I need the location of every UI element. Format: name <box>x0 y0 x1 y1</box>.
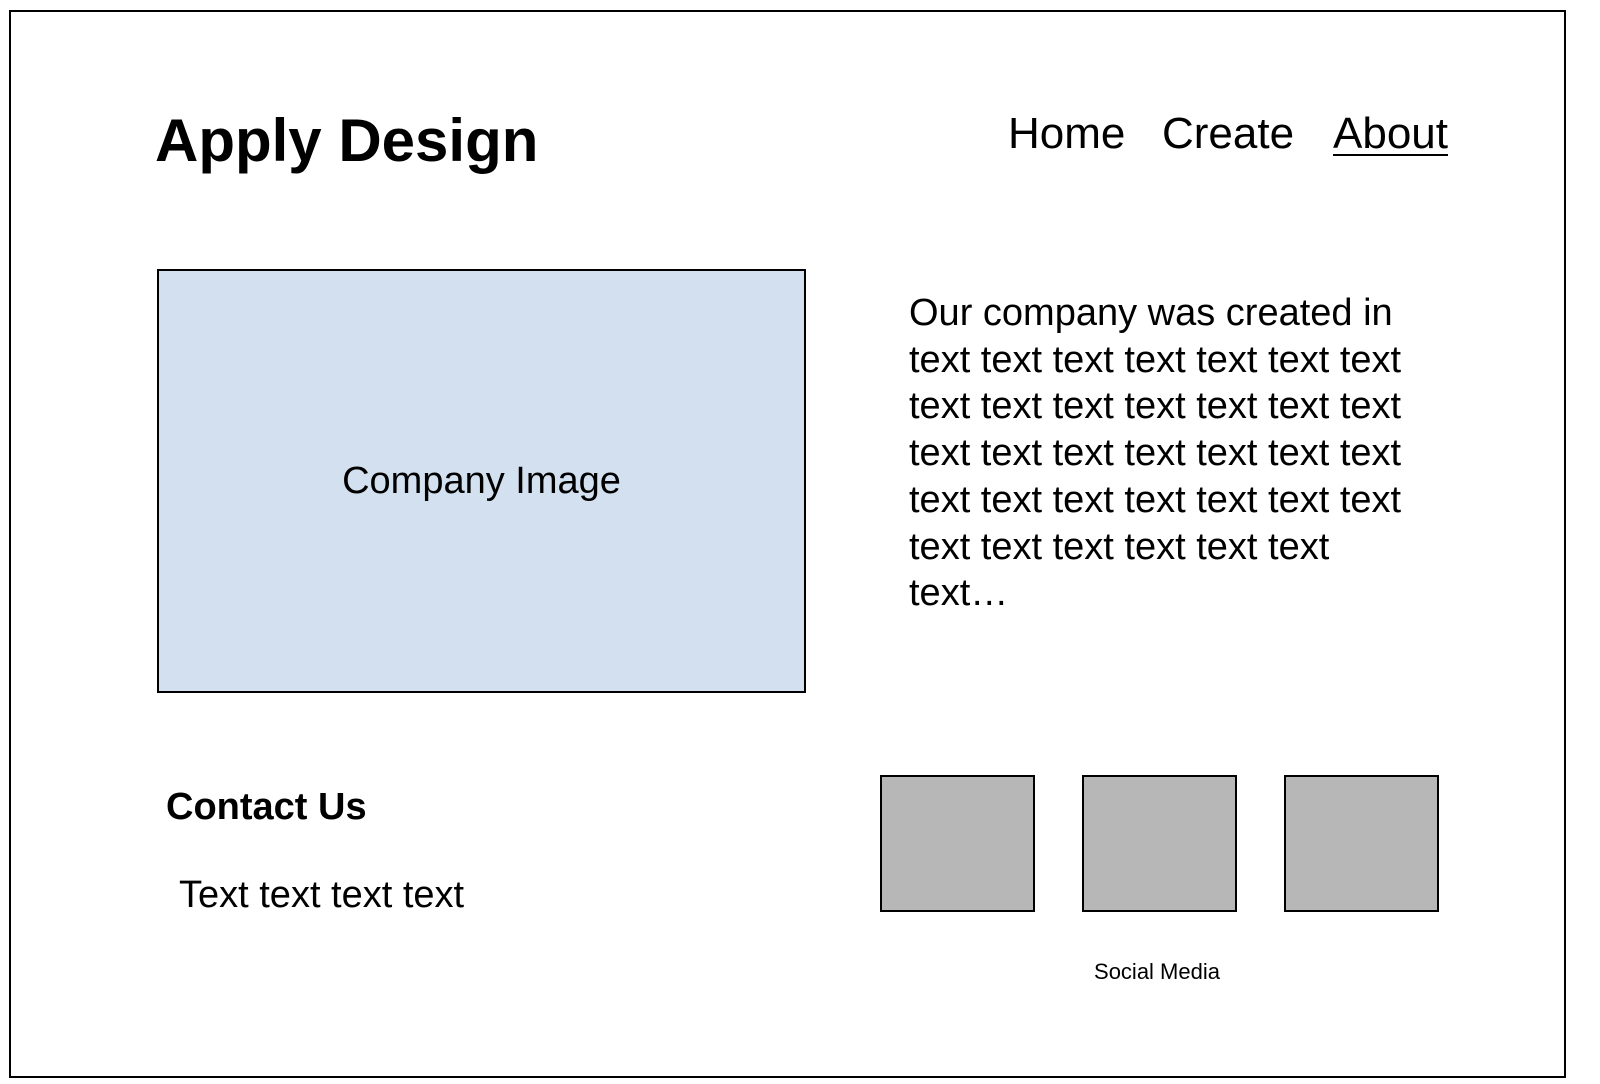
social-media-icon-2[interactable] <box>1082 775 1237 912</box>
nav-link-home[interactable]: Home <box>1008 109 1126 158</box>
nav-link-create[interactable]: Create <box>1162 109 1295 158</box>
company-image-label: Company Image <box>342 460 621 502</box>
site-logo-title[interactable]: Apply Design <box>155 107 539 174</box>
nav-link-about[interactable]: About <box>1333 109 1448 158</box>
contact-us-heading: Contact Us <box>166 786 367 828</box>
contact-us-text: Text text text text <box>179 874 465 916</box>
social-media-icon-1[interactable] <box>880 775 1035 912</box>
about-description-text: Our company was created in text text tex… <box>909 292 1402 615</box>
company-image-placeholder: Company Image <box>157 269 806 693</box>
social-media-icon-3[interactable] <box>1284 775 1439 912</box>
social-media-label: Social Media <box>1094 959 1220 984</box>
